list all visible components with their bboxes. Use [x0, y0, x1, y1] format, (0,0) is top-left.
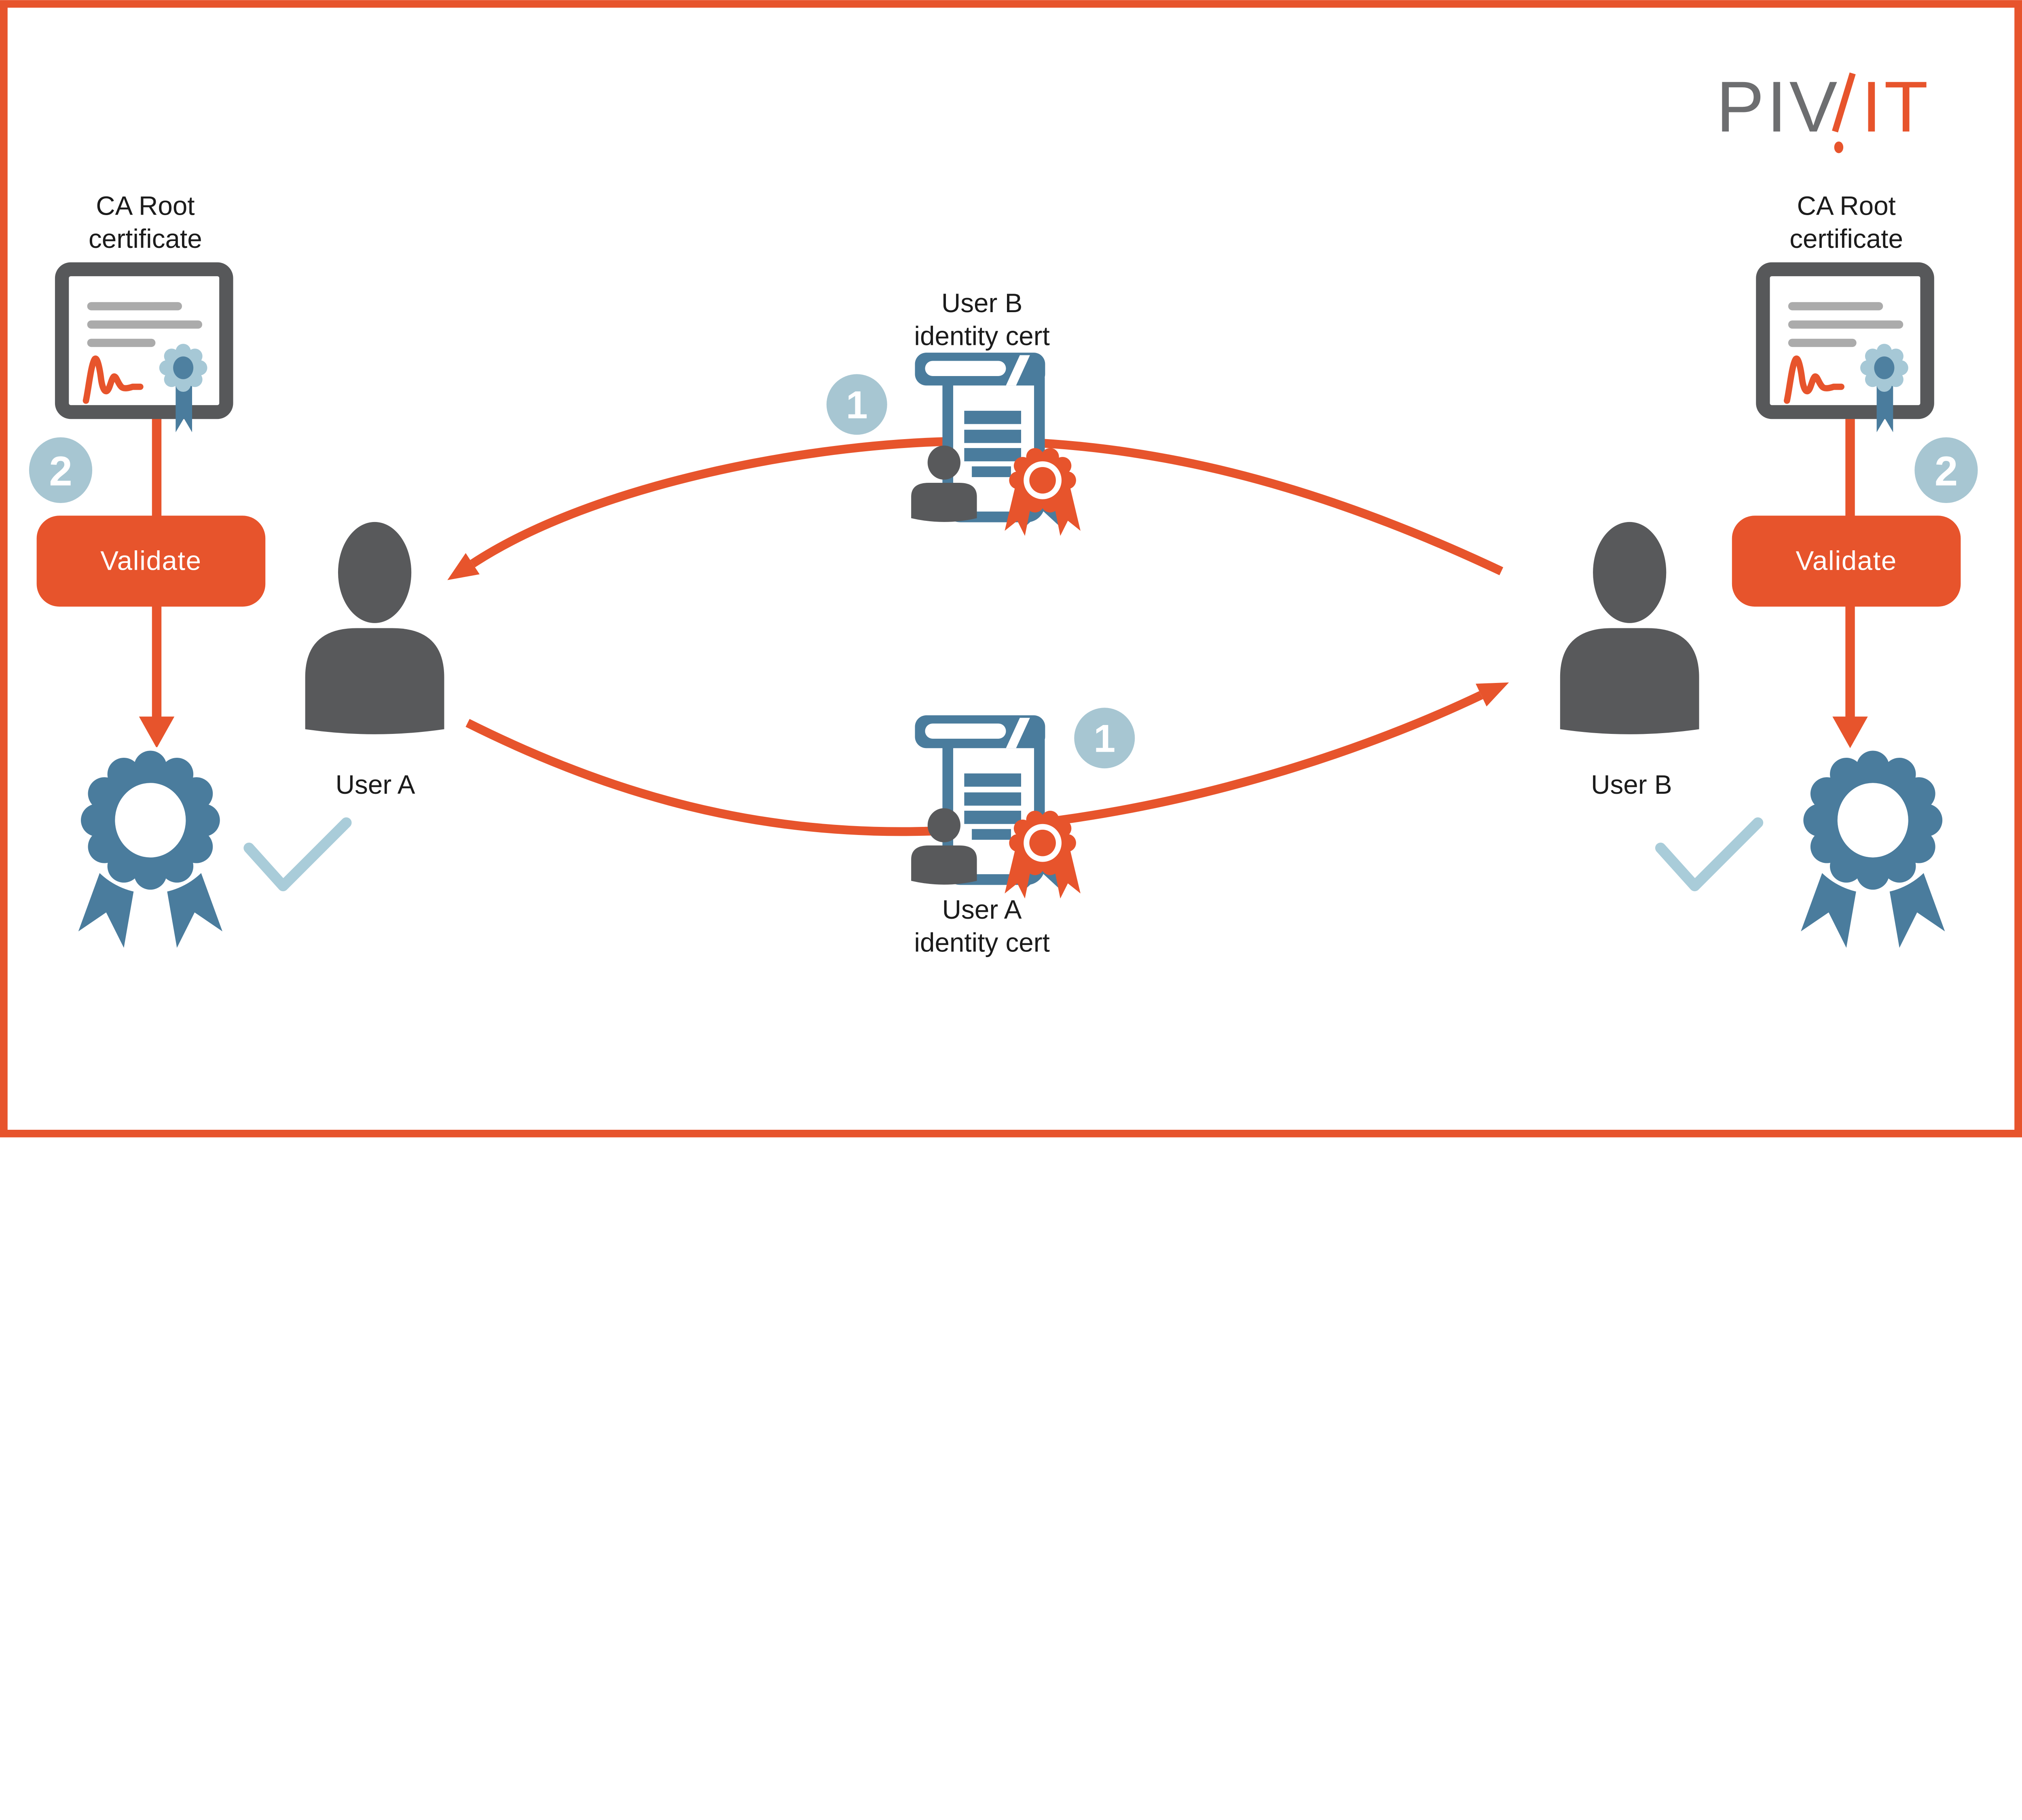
exchange-bottom-title-line2: identity cert	[914, 928, 1049, 957]
right-step-2-badge: 2	[1914, 437, 1978, 503]
right-ca-title-line2: certificate	[1789, 224, 1903, 254]
right-validate-button: Validate	[1732, 516, 1961, 607]
exchange-bottom-title-line1: User A	[942, 895, 1022, 924]
right-ca-title-line1: CA Root	[1797, 191, 1895, 220]
step-1-badge-top-number: 1	[846, 383, 868, 427]
right-step-2-badge-number: 2	[1935, 448, 1958, 494]
right-ca-root-certificate-icon	[1763, 269, 1927, 432]
right-validate-button-label: Validate	[1796, 546, 1897, 576]
exchange-top-title-line1: User B	[941, 288, 1023, 318]
certificate-exchange-diagram: User B identity cert 1 1 User A identity…	[0, 0, 2022, 1137]
right-ca-validation-group: CA Root certificate 2 Validate	[1660, 191, 1978, 948]
pivit-logo: PIV IT	[1716, 66, 1931, 153]
left-ca-title-line1: CA Root	[96, 191, 195, 220]
left-ca-title-line2: certificate	[89, 224, 202, 254]
logo-text-accent: IT	[1861, 66, 1931, 147]
logo-text-gray: PIV	[1716, 66, 1840, 147]
page-border	[0, 0, 2022, 1137]
arrowhead-left-icon	[447, 553, 480, 580]
step-1-badge-top: 1	[826, 374, 887, 435]
left-ca-root-certificate-icon	[62, 269, 226, 432]
left-validate-button: Validate	[36, 516, 266, 607]
step-1-badge-bottom-number: 1	[1093, 717, 1115, 761]
diagram-page: User B identity cert 1 1 User A identity…	[0, 0, 2022, 1137]
exchange-top-title-line2: identity cert	[914, 321, 1049, 351]
arrowhead-right-icon	[1476, 682, 1509, 707]
left-ca-validation-group: CA Root certificate 2 Validate	[29, 191, 346, 948]
user-a-label: User A	[336, 770, 415, 799]
user-b-label: User B	[1591, 770, 1672, 799]
left-step-2-badge-number: 2	[49, 448, 72, 494]
step-1-badge-bottom: 1	[1074, 708, 1135, 769]
logo-slash	[1832, 72, 1856, 133]
logo-dot	[1834, 141, 1844, 153]
left-step-2-badge: 2	[29, 437, 93, 503]
left-validate-button-label: Validate	[100, 546, 201, 576]
